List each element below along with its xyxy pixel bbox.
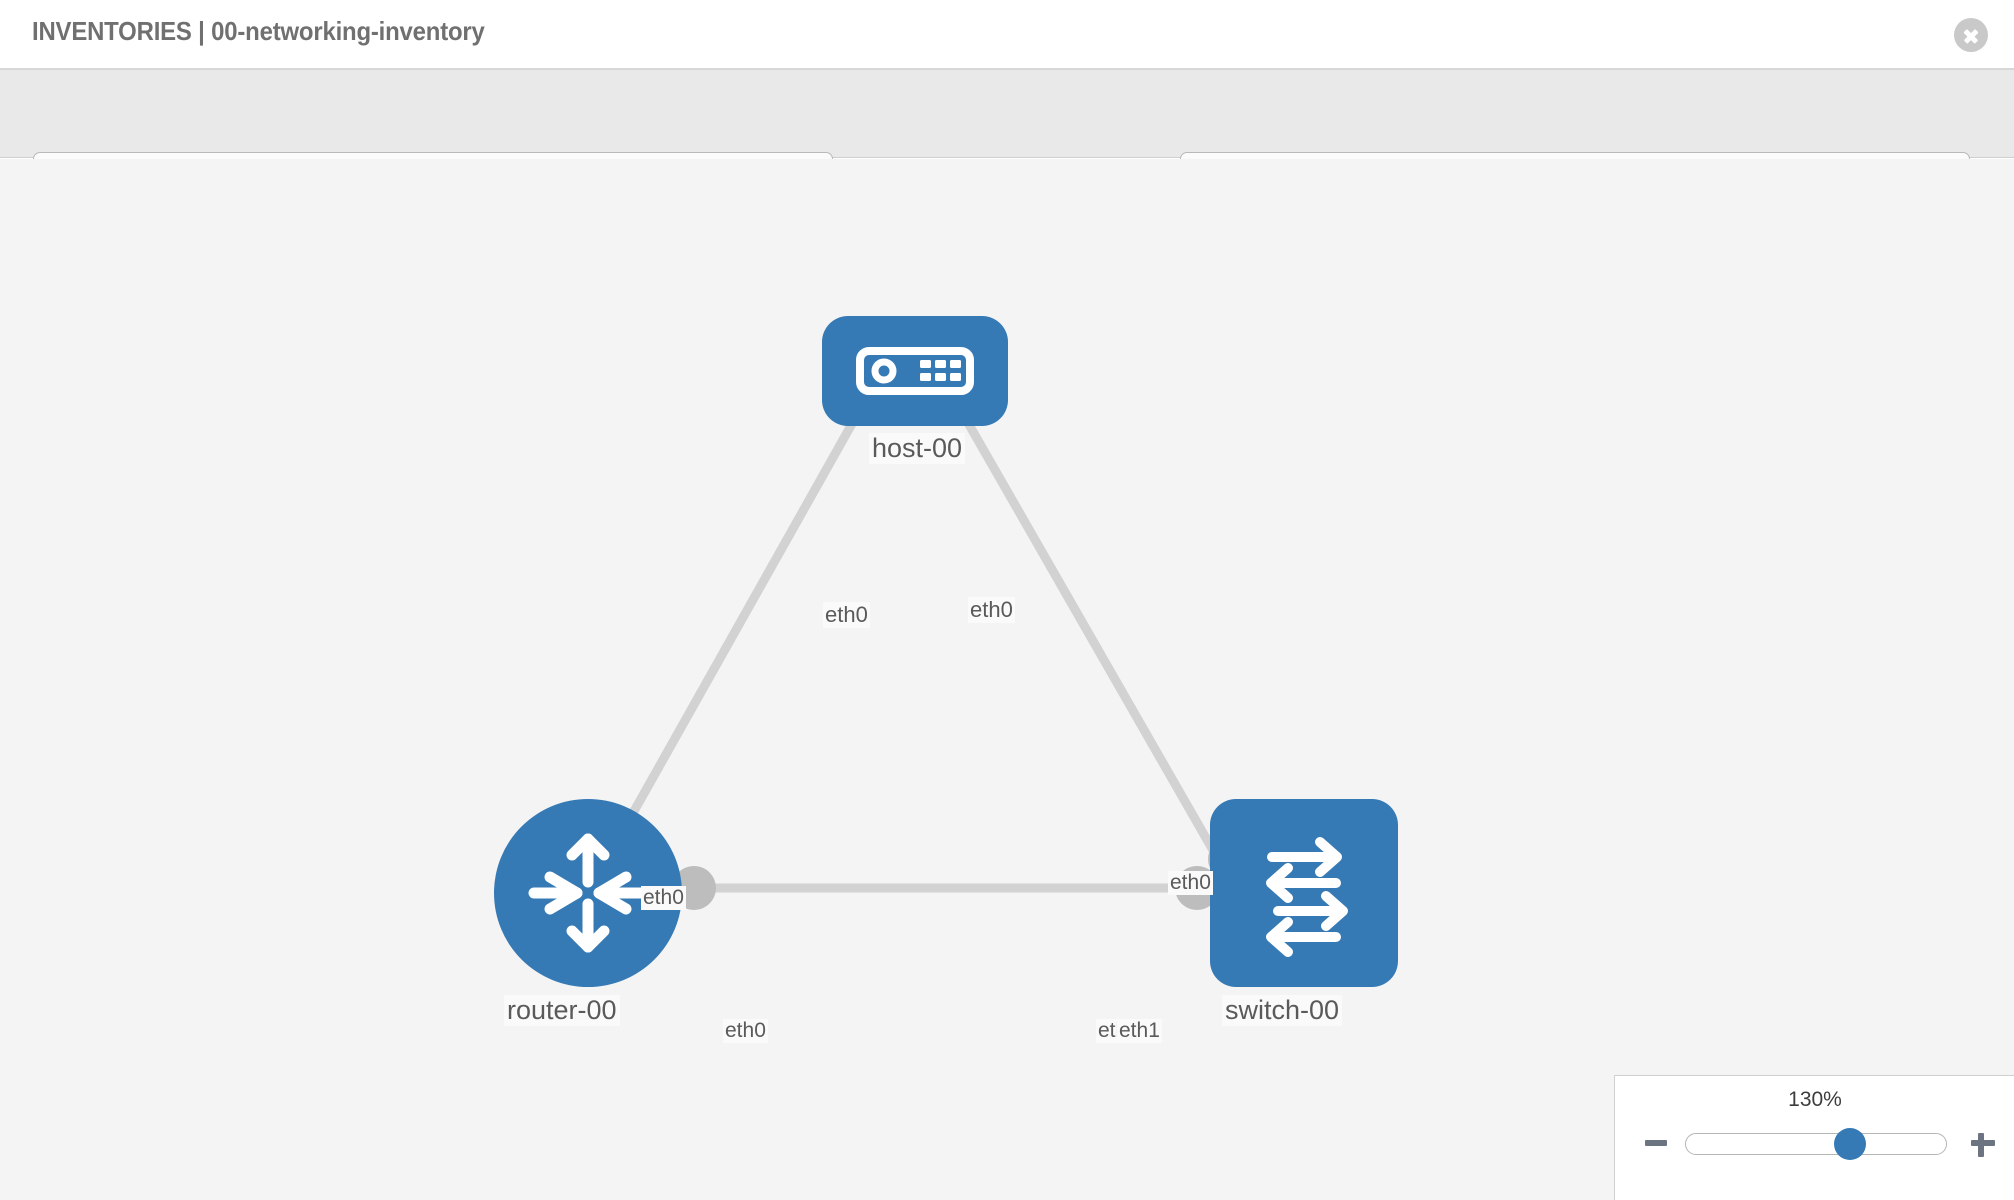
close-icon[interactable]	[1954, 18, 1988, 52]
zoom-slider-thumb[interactable]	[1833, 1128, 1866, 1160]
node-label-router-00: router-00	[504, 995, 620, 1026]
zoom-out-button[interactable]	[1643, 1130, 1669, 1156]
port-label-host-router: eth0	[823, 602, 870, 628]
port-label-switch-host: eth0	[1168, 871, 1213, 895]
topology-canvas[interactable]: host-00 router-00	[0, 159, 2014, 1200]
node-label-switch-00: switch-00	[1222, 995, 1343, 1026]
link-host-switch	[935, 369, 1223, 864]
port-label-router-switch: eth0	[723, 1019, 768, 1043]
node-label-host-00: host-00	[869, 433, 966, 464]
zoom-percent-label: 130%	[1788, 1088, 1842, 1111]
zoom-slider-track[interactable]	[1685, 1128, 1947, 1160]
zoom-in-button[interactable]	[1969, 1130, 1995, 1157]
page-title: INVENTORIES | 00-networking-inventory	[32, 16, 485, 46]
toolbar: ACTIONS SEARCH	[0, 70, 2014, 200]
zoom-control: 130%	[1614, 1075, 2014, 1200]
switch-node-shape[interactable]	[1210, 799, 1398, 987]
page-header: INVENTORIES | 00-networking-inventory	[0, 0, 2014, 70]
port-label-router-host: eth0	[641, 886, 686, 910]
router-arrows-icon	[528, 833, 648, 953]
server-icon	[856, 347, 974, 395]
switch-arrows-icon	[1266, 837, 1348, 957]
port-label-host-switch: eth0	[968, 597, 1015, 623]
link-host-router	[583, 369, 885, 898]
host-node-shape[interactable]	[822, 316, 1008, 426]
port-label-switch-router-b: eth1	[1117, 1019, 1162, 1043]
